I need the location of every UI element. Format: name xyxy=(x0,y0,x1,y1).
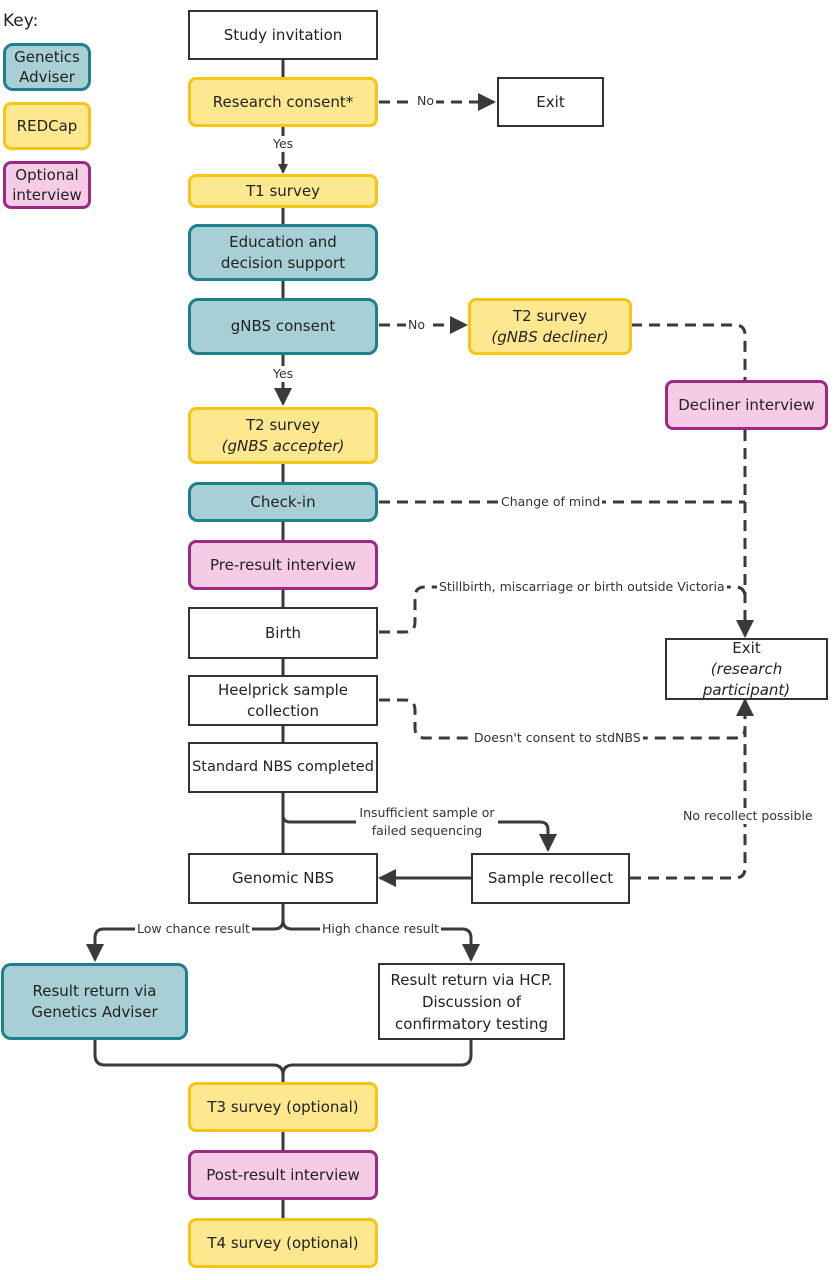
edge-hcp-merge xyxy=(281,1039,473,1076)
t2-decliner-subtitle: (gNBS decliner) xyxy=(491,327,609,346)
exit-2-subtitle: (research participant) xyxy=(702,659,791,699)
key-genetics-adviser: Genetics Adviser xyxy=(3,43,91,91)
t2-decliner-title: T2 survey xyxy=(513,306,587,325)
node-result-genetics-adviser: Result return via Genetics Adviser xyxy=(1,963,188,1040)
label-yes-2: Yes xyxy=(271,366,296,382)
node-exit-research-participant: Exit (research participant) xyxy=(665,638,828,700)
node-gnbs-consent: gNBS consent xyxy=(188,298,378,355)
node-research-consent: Research consent* xyxy=(188,77,378,127)
t2-accepter-subtitle: (gNBS accepter) xyxy=(221,436,345,455)
node-t1-survey: T1 survey xyxy=(188,174,378,208)
node-t3-survey: T3 survey (optional) xyxy=(188,1082,378,1132)
node-standard-nbs: Standard NBS completed xyxy=(188,742,378,793)
exit-2-title: Exit xyxy=(732,638,761,657)
node-genomic-nbs: Genomic NBS xyxy=(188,853,378,904)
label-yes-1: Yes xyxy=(271,136,296,152)
label-no-2: No xyxy=(406,317,427,333)
edge-birth-stillbirth xyxy=(379,585,747,634)
node-pre-result-interview: Pre-result interview xyxy=(188,540,378,590)
edge-recollect-exit xyxy=(630,698,754,880)
key-redcap: REDCap xyxy=(3,102,91,150)
node-t4-survey: T4 survey (optional) xyxy=(188,1218,378,1268)
node-t2-decliner: T2 survey (gNBS decliner) xyxy=(468,298,632,355)
label-insufficient: Insufficient sample or failed sequencing xyxy=(356,804,498,840)
node-result-hcp: Result return via HCP. Discussion of con… xyxy=(378,963,565,1040)
node-sample-recollect: Sample recollect xyxy=(471,853,630,904)
node-exit-1: Exit xyxy=(497,77,604,127)
node-check-in: Check-in xyxy=(188,482,378,522)
label-stillbirth: Stillbirth, miscarriage or birth outside… xyxy=(437,579,727,595)
label-no-recollect: No recollect possible xyxy=(681,808,815,824)
label-low-chance: Low chance result xyxy=(135,921,252,937)
edge-high-chance xyxy=(281,919,480,962)
node-study-invitation: Study invitation xyxy=(188,10,378,60)
label-change-of-mind: Change of mind xyxy=(499,494,603,510)
edge-t2decliner-declinerinterview xyxy=(631,323,747,380)
node-post-result-interview: Post-result interview xyxy=(188,1150,378,1200)
label-no-std-consent: Doesn't consent to stdNBS xyxy=(472,730,643,746)
label-high-chance: High chance result xyxy=(320,921,441,937)
node-education: Education and decision support xyxy=(188,224,378,281)
edge-low-chance xyxy=(86,919,285,962)
node-t2-accepter: T2 survey (gNBS accepter) xyxy=(188,407,378,464)
key-title: Key: xyxy=(3,11,39,31)
node-decliner-interview: Decliner interview xyxy=(665,380,828,430)
label-no-1: No xyxy=(415,93,436,109)
edge-ga-merge xyxy=(93,1039,285,1083)
node-birth: Birth xyxy=(188,607,378,659)
t2-accepter-title: T2 survey xyxy=(246,415,320,434)
node-heelprick: Heelprick sample collection xyxy=(188,675,378,726)
key-optional-interview: Optional interview xyxy=(3,161,91,209)
